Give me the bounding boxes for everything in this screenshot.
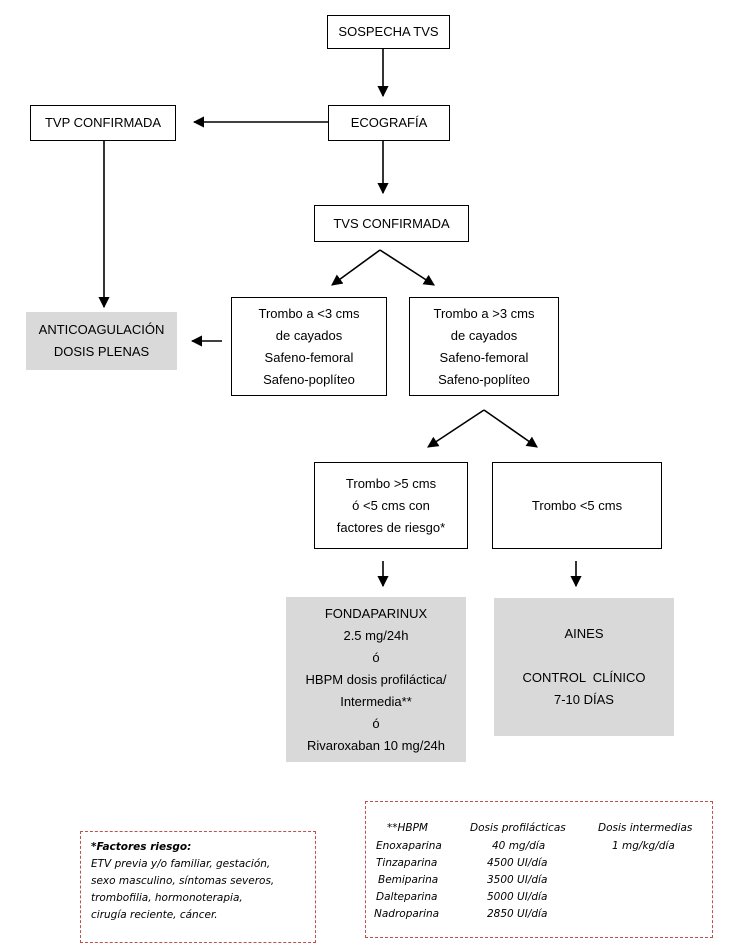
hbpm-header-intermedia: Dosis intermedias — [598, 822, 693, 834]
menor3-line-2: de cayados — [275, 327, 343, 343]
hbpm-row-drug: Bemiparina — [378, 874, 439, 886]
factores-riesgo-note: *Factores riesgo: ETV previa y/o familia… — [80, 831, 316, 943]
box-sospecha-label: SOSPECHA TVS — [338, 24, 439, 39]
hbpm-row-drug: Tinzaparina — [376, 857, 438, 869]
box-tvp-label: TVP CONFIRMADA — [44, 115, 162, 130]
menor5-label: Trombo <5 cms — [531, 497, 623, 513]
hbpm-row-dose: 5000 UI/día — [487, 891, 548, 903]
factores-line-3: trombofilia, hormonoterapia, — [91, 892, 243, 904]
box-ecografia: ECOGRAFÍA — [328, 105, 450, 141]
box-anticoagulacion: ANTICOAGULACIÓN DOSIS PLENAS — [26, 312, 177, 370]
menor3-line-4: Safeno-poplíteo — [263, 371, 355, 387]
hbpm-table-frame — [365, 801, 713, 938]
fonda-line-4: HBPM dosis profiláctica/ — [305, 671, 447, 687]
hbpm-header-drug: **HBPM — [387, 822, 428, 834]
arrow-mayor3-menor5 — [483, 409, 538, 448]
factores-line-4: cirugía reciente, cáncer. — [91, 909, 218, 921]
box-trombo-mayor-3: Trombo a >3 cms de cayados Safeno-femora… — [409, 297, 559, 396]
box-trombo-menor-3: Trombo a <3 cms de cayados Safeno-femora… — [231, 297, 387, 396]
hbpm-row-drug: Enoxaparina — [376, 840, 442, 852]
fonda-line-5: Intermedia** — [340, 693, 412, 709]
hbpm-row-dose: 3500 UI/día — [487, 874, 548, 886]
factores-line-1: ETV previa y/o familiar, gestación, — [91, 858, 271, 870]
mayor3-line-4: Safeno-poplíteo — [438, 371, 530, 387]
box-sospecha-tvs: SOSPECHA TVS — [327, 15, 450, 49]
fonda-line-2: 2.5 mg/24h — [343, 627, 409, 643]
factores-line-2: sexo masculino, síntomas severos, — [91, 875, 275, 887]
mayor5-line-2: ó <5 cms con — [352, 497, 430, 513]
mayor3-line-2: de cayados — [450, 327, 518, 343]
factores-title: *Factores riesgo: — [91, 841, 192, 853]
box-ecografia-label: ECOGRAFÍA — [350, 115, 428, 130]
mayor3-line-1: Trombo a >3 cms — [433, 305, 535, 321]
aines-line-3: CONTROL CLÍNICO — [522, 670, 646, 685]
hbpm-row-drug: Dalteparina — [376, 891, 438, 903]
arrow-mayor3-mayor5 — [427, 409, 485, 448]
box-trombo-mayor-5: Trombo >5 cms ó <5 cms con factores de r… — [314, 462, 468, 549]
box-trombo-menor-5: Trombo <5 cms — [492, 462, 662, 549]
box-aines: AINES CONTROL CLÍNICO 7-10 DÍAS — [494, 598, 674, 736]
arrow-tvs-menor3 — [331, 249, 381, 286]
menor3-line-1: Trombo a <3 cms — [258, 305, 360, 321]
anticoag-line-1: ANTICOAGULACIÓN — [38, 322, 165, 337]
fonda-line-7: Rivaroxaban 10 mg/24h — [306, 737, 446, 753]
hbpm-row-dose: 2850 UI/día — [487, 908, 548, 920]
box-tvs-confirmada: TVS CONFIRMADA — [314, 205, 469, 242]
hbpm-row-dose: 40 mg/día — [492, 840, 546, 852]
arrow-tvs-mayor3 — [379, 249, 435, 286]
aines-line-1: AINES — [564, 626, 604, 641]
box-fondaparinux: FONDAPARINUX 2.5 mg/24h ó HBPM dosis pro… — [286, 597, 466, 762]
mayor5-line-3: factores de riesgo* — [336, 519, 446, 535]
hbpm-row-drug: Nadroparina — [374, 908, 440, 920]
hbpm-row-dose: 4500 UI/día — [487, 857, 548, 869]
mayor5-line-1: Trombo >5 cms — [345, 475, 437, 491]
anticoag-line-2: DOSIS PLENAS — [53, 344, 150, 359]
fonda-line-3: ó — [372, 649, 380, 665]
menor3-line-3: Safeno-femoral — [264, 349, 354, 365]
fonda-line-1: FONDAPARINUX — [324, 605, 428, 621]
box-tvs-label: TVS CONFIRMADA — [333, 215, 450, 231]
hbpm-header-profilactica: Dosis profilácticas — [470, 822, 566, 834]
fonda-line-6: ó — [372, 715, 380, 731]
box-tvp-confirmada: TVP CONFIRMADA — [30, 105, 176, 141]
mayor3-line-3: Safeno-femoral — [439, 349, 529, 365]
hbpm-row-intermedia: 1 mg/kg/día — [612, 840, 675, 852]
aines-line-4: 7-10 DÍAS — [554, 692, 614, 707]
